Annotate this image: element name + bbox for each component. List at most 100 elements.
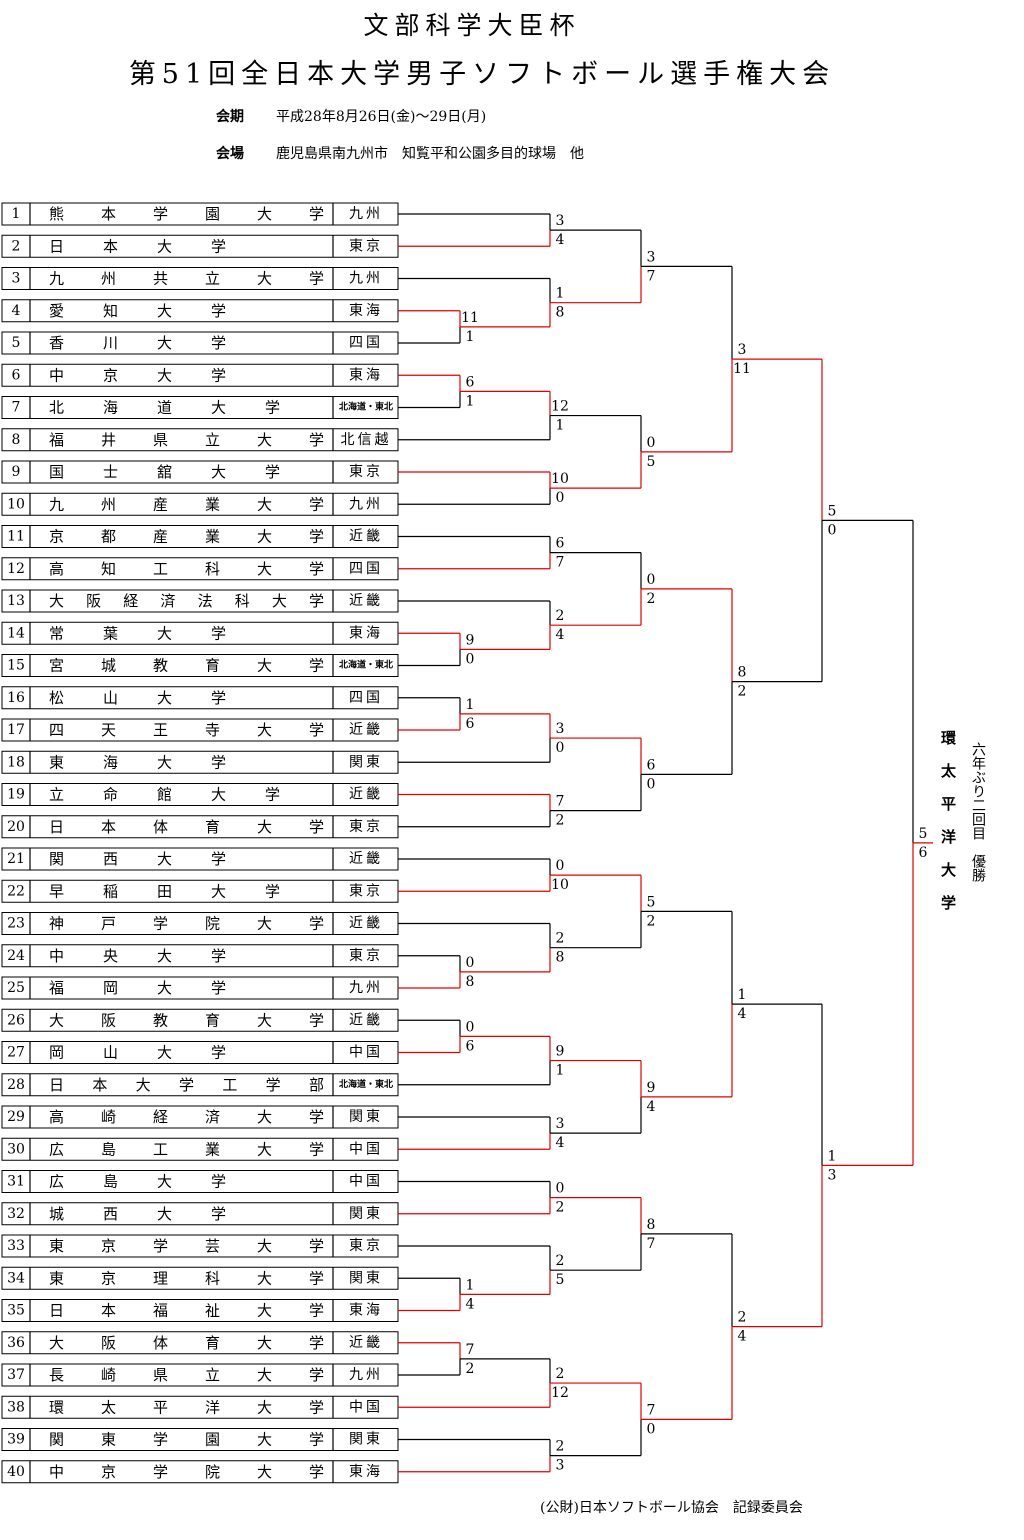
team-region: 近畿 [349, 722, 383, 738]
team-region: 九州 [349, 496, 383, 512]
score-bottom: 5 [647, 454, 656, 470]
score-bottom: 7 [556, 555, 565, 571]
score-top: 1 [828, 1148, 837, 1164]
team-number: 10 [7, 496, 25, 512]
team-name: 日本大学 [49, 237, 226, 255]
score-top: 0 [647, 435, 656, 451]
score-bottom: 6 [466, 716, 475, 732]
score-bottom: 2 [466, 1361, 475, 1377]
team-region: 東京 [349, 819, 383, 835]
score-top: 8 [738, 665, 747, 681]
team-name: 中京学院大学 [49, 1463, 324, 1481]
team-number: 35 [7, 1303, 25, 1319]
team-number: 1 [12, 206, 21, 222]
team-region: 近畿 [349, 593, 383, 609]
team-region: 北海道・東北 [339, 1078, 393, 1090]
score-bottom: 12 [551, 1385, 569, 1401]
score-top: 2 [556, 931, 565, 947]
event-cup-title: 文部科学大臣杯 [363, 11, 581, 40]
team-region: 中国 [349, 1174, 383, 1190]
score-bottom: 4 [556, 232, 565, 248]
score-bottom: 0 [647, 776, 656, 792]
score-top: 1 [466, 1277, 475, 1293]
team-region: 九州 [349, 980, 383, 996]
team-name: 東京学芸大学 [49, 1237, 324, 1255]
score-bottom: 4 [647, 1099, 656, 1115]
team-region: 四国 [349, 690, 383, 706]
team-region: 中国 [349, 1399, 383, 1415]
champion-name: 環太平洋大学 [939, 730, 957, 928]
team-number: 23 [7, 916, 25, 932]
score-top: 3 [738, 342, 747, 358]
team-name: 広島工業大学 [49, 1140, 324, 1158]
team-region: 近畿 [349, 529, 383, 545]
team-region: 四国 [349, 561, 383, 577]
team-number: 32 [7, 1206, 25, 1222]
score-bottom: 2 [647, 591, 656, 607]
team-name: 九州共立大学 [49, 270, 324, 288]
team-number: 22 [7, 883, 25, 899]
team-name: 東京理科大学 [49, 1269, 324, 1287]
score-top: 1 [738, 987, 747, 1003]
score-bottom: 4 [466, 1296, 475, 1312]
score-bottom: 1 [466, 329, 475, 345]
team-region: 近畿 [349, 851, 383, 867]
team-region: 近畿 [349, 1012, 383, 1028]
team-region: 東京 [349, 238, 383, 254]
team-number: 30 [7, 1141, 25, 1157]
score-top: 7 [466, 1342, 475, 1358]
team-name: 城西大学 [49, 1205, 226, 1223]
team-name: 京都産業大学 [49, 528, 324, 546]
score-bottom: 0 [466, 651, 475, 667]
score-top: 9 [556, 1044, 565, 1060]
score-top: 2 [556, 608, 565, 624]
team-region: 中国 [349, 1141, 383, 1157]
team-region: 北信越 [341, 432, 392, 448]
team-region: 九州 [349, 271, 383, 287]
score-bottom: 4 [738, 1329, 747, 1345]
team-number: 17 [7, 722, 25, 738]
team-name: 環太平洋大学 [49, 1398, 324, 1416]
team-region: 四国 [349, 335, 383, 351]
team-name: 熊本学園大学 [49, 205, 324, 223]
team-name: 日本大学工学部 [49, 1076, 324, 1094]
score-top: 9 [647, 1080, 656, 1096]
team-name: 関西大学 [49, 850, 226, 868]
score-top: 3 [556, 1116, 565, 1132]
score-top: 5 [828, 503, 837, 519]
score-bottom: 0 [556, 740, 565, 756]
score-top: 1 [466, 697, 475, 713]
score-top: 12 [551, 399, 569, 415]
score-top: 10 [551, 471, 569, 487]
team-number: 25 [7, 980, 25, 996]
team-region: 関東 [349, 1432, 383, 1448]
team-region: 九州 [349, 1367, 383, 1383]
team-region: 九州 [349, 206, 383, 222]
team-name: 松山大学 [49, 689, 226, 707]
score-top: 0 [647, 572, 656, 588]
team-name: 大阪体育大学 [49, 1334, 324, 1352]
team-number: 29 [7, 1109, 25, 1125]
score-bottom: 2 [556, 1200, 565, 1216]
score-top: 8 [647, 1217, 656, 1233]
team-number: 7 [12, 400, 21, 416]
team-region: 東海 [349, 303, 383, 319]
team-number: 5 [12, 335, 21, 351]
score-bottom: 2 [556, 813, 565, 829]
team-number: 38 [7, 1399, 25, 1415]
score-bottom: 8 [556, 305, 565, 321]
champion-note: 六年ぶり二回目 優勝 [970, 742, 986, 882]
team-number: 18 [7, 754, 25, 770]
team-name: 早稲田大学 [49, 882, 280, 900]
team-region: 近畿 [349, 916, 383, 932]
score-top: 3 [556, 721, 565, 737]
team-region: 東京 [349, 464, 383, 480]
team-number: 8 [12, 432, 21, 448]
score-bottom: 0 [647, 1421, 656, 1437]
team-number: 26 [7, 1012, 25, 1028]
team-number: 3 [12, 271, 21, 287]
venue-label: 会場 [216, 146, 244, 162]
team-region: 東京 [349, 1238, 383, 1254]
team-number: 14 [7, 625, 25, 641]
score-bottom: 1 [466, 393, 475, 409]
